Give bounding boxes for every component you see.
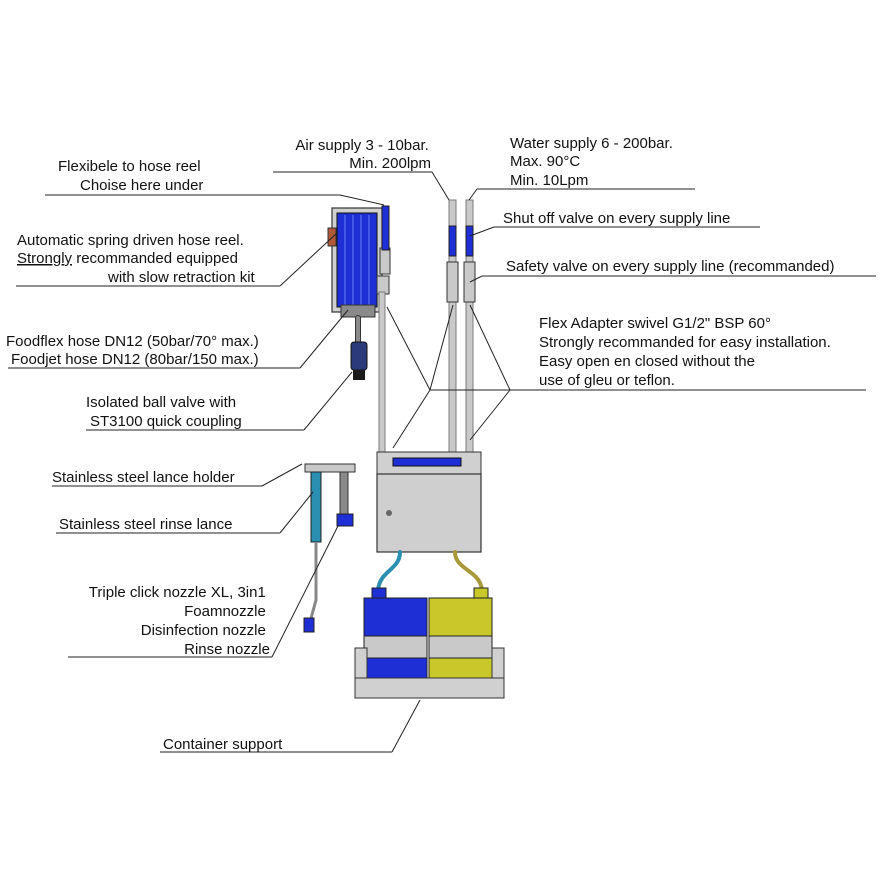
lance-holder-label: Stainless steel lance holder — [52, 469, 235, 486]
safety-valve-label: Safety valve on every supply line (recom… — [506, 258, 835, 275]
water-supply-label: Water supply 6 - 200bar. Max. 90°C Min. … — [510, 135, 677, 189]
container-hoses — [376, 550, 484, 592]
container-support-drawing — [354, 647, 505, 699]
air-supply-label: Air supply 3 - 10bar. Min. 200lpm — [295, 137, 433, 172]
ball-valve-drawing — [350, 315, 368, 380]
ball-valve-label: Isolated ball valve with ST3100 quick co… — [86, 394, 242, 430]
flex-adapter-label: Flex Adapter swivel G1/2" BSP 60° Strong… — [539, 315, 835, 389]
leader-lines — [8, 171, 876, 753]
rinse-lance-label: Stainless steel rinse lance — [59, 516, 232, 533]
container-support-label: Container support — [163, 736, 283, 753]
supply-pipes — [378, 199, 476, 453]
hose-reel-label: Automatic spring driven hose reel. Stron… — [17, 232, 256, 286]
hose-reel-drawing — [327, 205, 391, 318]
containers-drawing — [363, 587, 493, 679]
hose-types-label: Foodflex hose DN12 (50bar/70° max.) Food… — [6, 333, 263, 368]
shutoff-valve-label: Shut off valve on every supply line — [503, 210, 730, 227]
flex-hose-label: Flexibele to hose reel Choise here under — [58, 158, 205, 194]
nozzle-label: Triple click nozzle XL, 3in1 Foamnozzle … — [89, 584, 270, 658]
cabinet-drawing — [376, 451, 482, 553]
lance-drawing — [303, 463, 356, 633]
